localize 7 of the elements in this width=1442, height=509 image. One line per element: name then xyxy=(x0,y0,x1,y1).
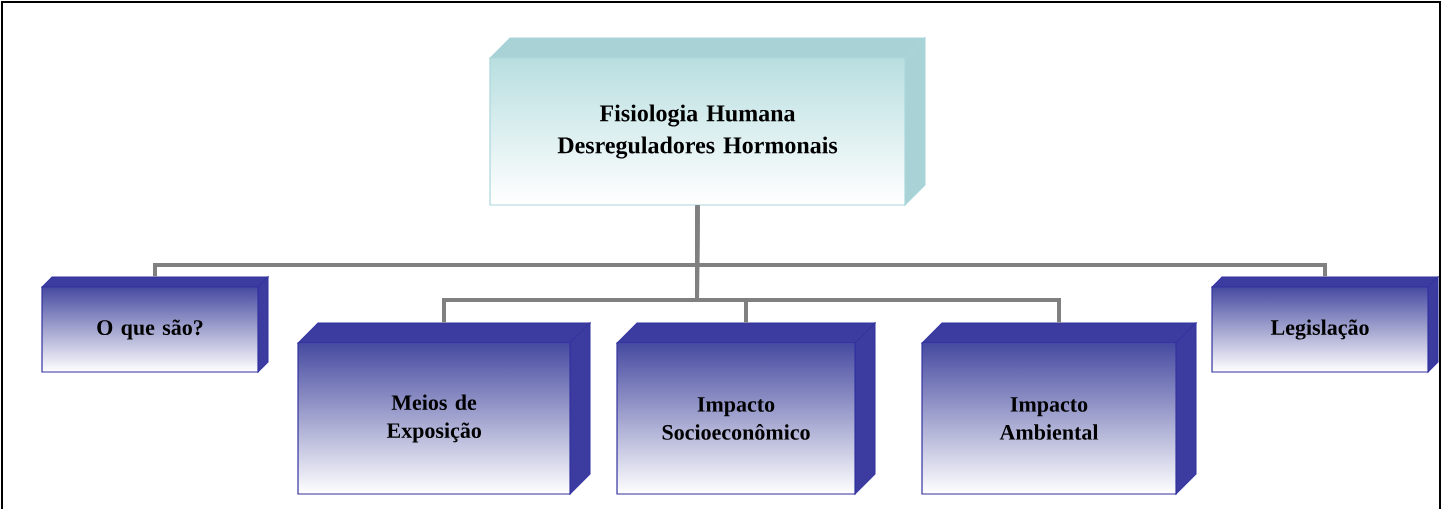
box: O que são? xyxy=(41,276,269,373)
box: Fisiologia Humana Desreguladores Hormonais xyxy=(489,37,926,206)
box: Legislação xyxy=(1211,276,1439,373)
box: Meios de Exposição xyxy=(297,322,591,495)
box: Impacto Ambiental xyxy=(921,322,1197,495)
connector-line xyxy=(695,205,1327,277)
box: Impacto Socioeconômico xyxy=(616,322,876,495)
